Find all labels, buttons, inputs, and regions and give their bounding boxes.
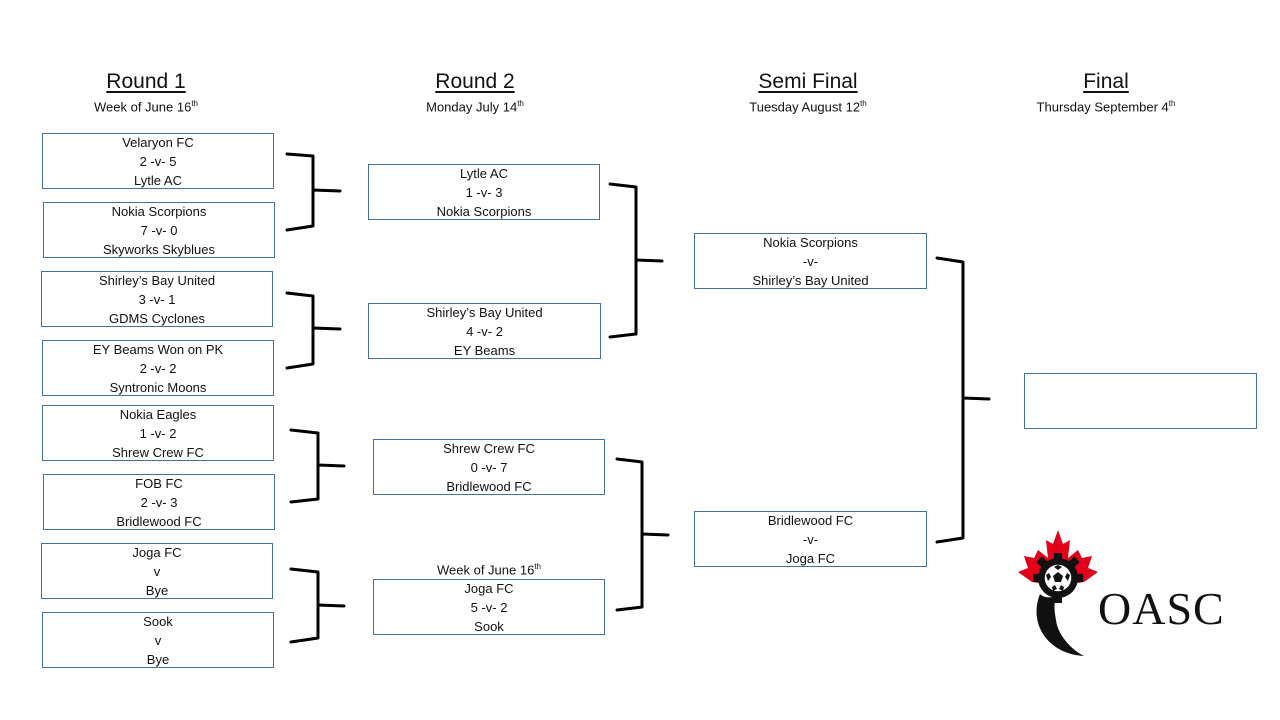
match-team-2: Bye — [145, 582, 169, 598]
match-team-1: Nokia Scorpions — [763, 234, 858, 250]
match-team-2: Lytle AC — [134, 172, 182, 188]
bracket-r1-pair-3 — [289, 428, 346, 504]
match-team-1: Velaryon FC — [122, 134, 194, 150]
round-1-match-4: EY Beams Won on PK 2 -v- 2 Syntronic Moo… — [42, 340, 274, 396]
match-team-2: Bridlewood FC — [116, 513, 202, 529]
match-score: -v- — [802, 531, 819, 547]
match-score: 2 -v- 3 — [140, 494, 178, 510]
match-score: 1 -v- 2 — [139, 425, 177, 441]
semi-final-match-1: Nokia Scorpions -v- Shirley’s Bay United — [694, 233, 927, 289]
match-team-2: Syntronic Moons — [109, 379, 207, 395]
match-score: 4 -v- 2 — [466, 323, 503, 339]
round-1-date: Week of June 16th — [94, 99, 198, 115]
round-2-date: Monday July 14th — [426, 99, 524, 115]
match-team-1: Joga FC — [464, 580, 514, 596]
match-team-2: Sook — [474, 618, 504, 634]
match-team-2: Shrew Crew FC — [112, 444, 204, 460]
final-title: Final — [1083, 70, 1129, 93]
final-date: Thursday September 4th — [1036, 99, 1176, 115]
crescent-swoosh-icon — [1036, 594, 1084, 656]
maple-leaf-soccer-ball-logo-icon: OASC — [1018, 530, 1225, 656]
round-2-match-4-date-note: Week of June 16th — [437, 562, 541, 578]
match-team-1: Shirley’s Bay United — [98, 272, 216, 288]
match-team-1: FOB FC — [135, 475, 183, 491]
round-1-match-7: Joga FC v Bye — [41, 543, 273, 599]
match-score: 0 -v- 7 — [470, 459, 508, 475]
match-score: 3 -v- 1 — [138, 291, 176, 307]
match-score: -v- — [802, 253, 819, 269]
match-team-2: EY Beams — [453, 342, 516, 358]
match-team-1: Sook — [143, 613, 173, 629]
match-team-2: Joga FC — [785, 550, 836, 566]
round-1-header: Round 1 Week of June 16th — [46, 69, 246, 116]
match-score: 2 -v- 2 — [139, 360, 177, 376]
semi-final-date: Tuesday August 12th — [749, 99, 867, 115]
match-team-1: Bridlewood FC — [767, 512, 854, 528]
semi-final-match-2: Bridlewood FC -v- Joga FC — [694, 511, 927, 567]
round-1-match-8: Sook v Bye — [42, 612, 274, 668]
match-score: v — [154, 632, 162, 648]
match-team-1: Lytle AC — [460, 165, 508, 181]
match-team-1: Joga FC — [132, 544, 182, 560]
match-score: 2 -v- 5 — [139, 153, 177, 169]
round-1-match-5: Nokia Eagles 1 -v- 2 Shrew Crew FC — [42, 405, 274, 461]
round-1-match-2: Nokia Scorpions 7 -v- 0 Skyworks Skyblue… — [43, 202, 275, 258]
match-team-1: Shirley’s Bay United — [426, 304, 543, 320]
round-2-match-1: Lytle AC 1 -v- 3 Nokia Scorpions — [368, 164, 600, 220]
round-2-match-2: Shirley’s Bay United 4 -v- 2 EY Beams — [368, 303, 601, 359]
match-score: v — [153, 563, 161, 579]
match-score: 1 -v- 3 — [465, 184, 503, 200]
bracket-r1-pair-1 — [285, 152, 342, 232]
bracket-r1-pair-4 — [289, 567, 346, 644]
round-2-title: Round 2 — [435, 70, 515, 93]
match-team-2: Nokia Scorpions — [436, 203, 532, 219]
round-2-match-3: Shrew Crew FC 0 -v- 7 Bridlewood FC — [373, 439, 605, 495]
match-team-1: EY Beams Won on PK — [92, 341, 224, 357]
bracket-r2-pair-1 — [608, 182, 664, 339]
match-team-2: Bridlewood FC — [446, 478, 532, 494]
bracket-r2-pair-2 — [615, 457, 670, 612]
round-2-header: Round 2 Monday July 14th — [375, 69, 575, 116]
round-1-match-6: FOB FC 2 -v- 3 Bridlewood FC — [43, 474, 275, 530]
round-1-title: Round 1 — [106, 70, 186, 93]
round-2-match-4: Joga FC 5 -v- 2 Sook — [373, 579, 605, 635]
round-1-match-1: Velaryon FC 2 -v- 5 Lytle AC — [42, 133, 274, 189]
semi-final-title: Semi Final — [758, 70, 858, 93]
bracket-r1-pair-2 — [285, 291, 342, 370]
logo-text: OASC — [1098, 583, 1225, 634]
match-score: 7 -v- 0 — [140, 222, 178, 238]
match-team-2: GDMS Cyclones — [108, 310, 206, 326]
match-team-2: Bye — [146, 651, 170, 667]
match-team-2: Shirley’s Bay United — [752, 272, 869, 288]
final-header: Final Thursday September 4th — [1006, 69, 1206, 116]
match-team-1: Shrew Crew FC — [443, 440, 535, 456]
match-team-2: Skyworks Skyblues — [103, 241, 215, 257]
final-match — [1024, 373, 1257, 429]
match-team-1: Nokia Scorpions — [111, 203, 207, 219]
semi-final-header: Semi Final Tuesday August 12th — [708, 69, 908, 116]
bracket-semi-pair — [935, 256, 991, 544]
round-1-match-3: Shirley’s Bay United 3 -v- 1 GDMS Cyclon… — [41, 271, 273, 327]
soccer-ball-icon — [1043, 563, 1073, 593]
match-score: 5 -v- 2 — [470, 599, 508, 615]
match-team-1: Nokia Eagles — [119, 406, 197, 422]
